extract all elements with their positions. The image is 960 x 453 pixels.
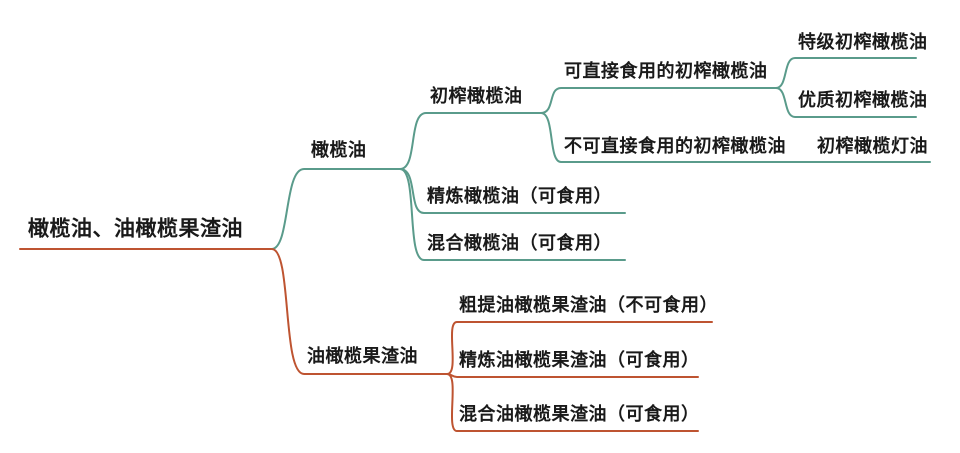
node-crude-pomace[interactable]: 粗提油橄榄果渣油（不可食用）: [459, 295, 718, 315]
node-refined-pomace[interactable]: 精炼油橄榄果渣油（可食用）: [459, 350, 700, 370]
connector-virgin-to-nonedible-and-lampante: [540, 112, 931, 163]
connector-pomace-to-crude: [446, 321, 713, 375]
node-blended-pomace[interactable]: 混合油橄榄果渣油（可食用）: [459, 404, 700, 424]
node-refined-olive[interactable]: 精炼橄榄油（可食用）: [427, 186, 612, 206]
connector-edible-to-extra-virgin: [775, 57, 917, 89]
node-root[interactable]: 橄榄油、油橄榄果渣油: [28, 217, 243, 241]
node-virgin-olive-oil[interactable]: 初榨橄榄油: [430, 86, 523, 106]
node-fine-virgin[interactable]: 优质初榨橄榄油: [798, 90, 928, 110]
connector-edible-to-fine-virgin: [775, 87, 917, 118]
connector-pomace-to-refined: [446, 373, 699, 378]
connector-pomace-to-blended: [446, 373, 699, 432]
connector-root-to-olive-oil: [271, 168, 401, 250]
node-pomace-oil[interactable]: 油橄榄果渣油: [307, 346, 418, 366]
node-blended-olive[interactable]: 混合橄榄油（可食用）: [427, 233, 612, 253]
node-edible-virgin[interactable]: 可直接食用的初榨橄榄油: [564, 61, 768, 81]
node-extra-virgin[interactable]: 特级初榨橄榄油: [798, 32, 928, 52]
connector-olive-to-blended: [399, 168, 626, 261]
connector-virgin-to-edible: [540, 87, 777, 114]
node-lampante[interactable]: 初榨橄榄灯油: [817, 136, 928, 156]
node-olive-oil[interactable]: 橄榄油: [311, 140, 367, 160]
connector-root-to-pomace-oil: [271, 248, 448, 375]
connector-olive-to-virgin: [399, 112, 542, 170]
connector-olive-to-refined: [399, 168, 626, 214]
node-non-edible-virgin[interactable]: 不可直接食用的初榨橄榄油: [564, 136, 786, 156]
